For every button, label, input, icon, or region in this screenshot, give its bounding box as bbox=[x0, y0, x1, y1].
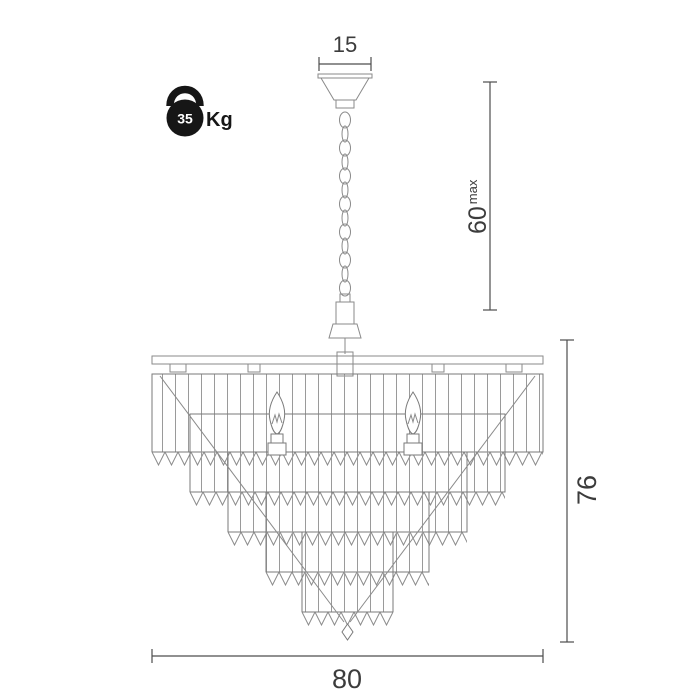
dimension-fixture-width: 80 bbox=[151, 649, 544, 694]
bulb-left bbox=[267, 391, 287, 456]
kettlebell-icon-body bbox=[166, 99, 204, 137]
weight-value: 35 bbox=[177, 111, 193, 127]
dimension-chain-length: 60 max bbox=[464, 81, 497, 311]
chain-length-value: 60 bbox=[464, 206, 492, 234]
finial-drop bbox=[341, 623, 354, 641]
ceiling-canopy bbox=[317, 73, 373, 109]
arm-clamp bbox=[505, 363, 523, 373]
weight-badge: 35 Kg bbox=[166, 85, 233, 137]
candle-cup bbox=[403, 442, 423, 456]
cone-outline bbox=[159, 375, 536, 623]
candle-cup bbox=[267, 442, 287, 456]
weight-unit-label: Kg bbox=[206, 109, 233, 131]
bulb-socket bbox=[406, 433, 420, 444]
bulb-socket bbox=[270, 433, 284, 444]
arm-clamp bbox=[247, 363, 261, 373]
cone-outline-right bbox=[349, 375, 536, 623]
chain-length-label: 60 max bbox=[464, 179, 492, 234]
dimension-fixture-height: 76 bbox=[560, 339, 602, 643]
canopy-width-label: 15 bbox=[333, 32, 357, 57]
suspension-chain bbox=[339, 111, 351, 297]
fixture-height-label: 76 bbox=[572, 475, 602, 505]
arm-clamp bbox=[431, 363, 445, 373]
filament bbox=[271, 412, 283, 425]
arm-clamp bbox=[169, 363, 187, 373]
filament bbox=[407, 412, 419, 425]
fixture-frame bbox=[151, 351, 544, 377]
kettlebell-icon bbox=[166, 85, 204, 107]
stem-connector bbox=[328, 293, 362, 354]
chain-length-qualifier: max bbox=[465, 179, 480, 204]
dimension-canopy-width: 15 bbox=[318, 32, 372, 71]
bulb-right bbox=[403, 391, 423, 456]
fixture-width-label: 80 bbox=[332, 664, 362, 694]
crystal-tier-5 bbox=[301, 531, 394, 626]
cone-outline-left bbox=[159, 375, 345, 623]
